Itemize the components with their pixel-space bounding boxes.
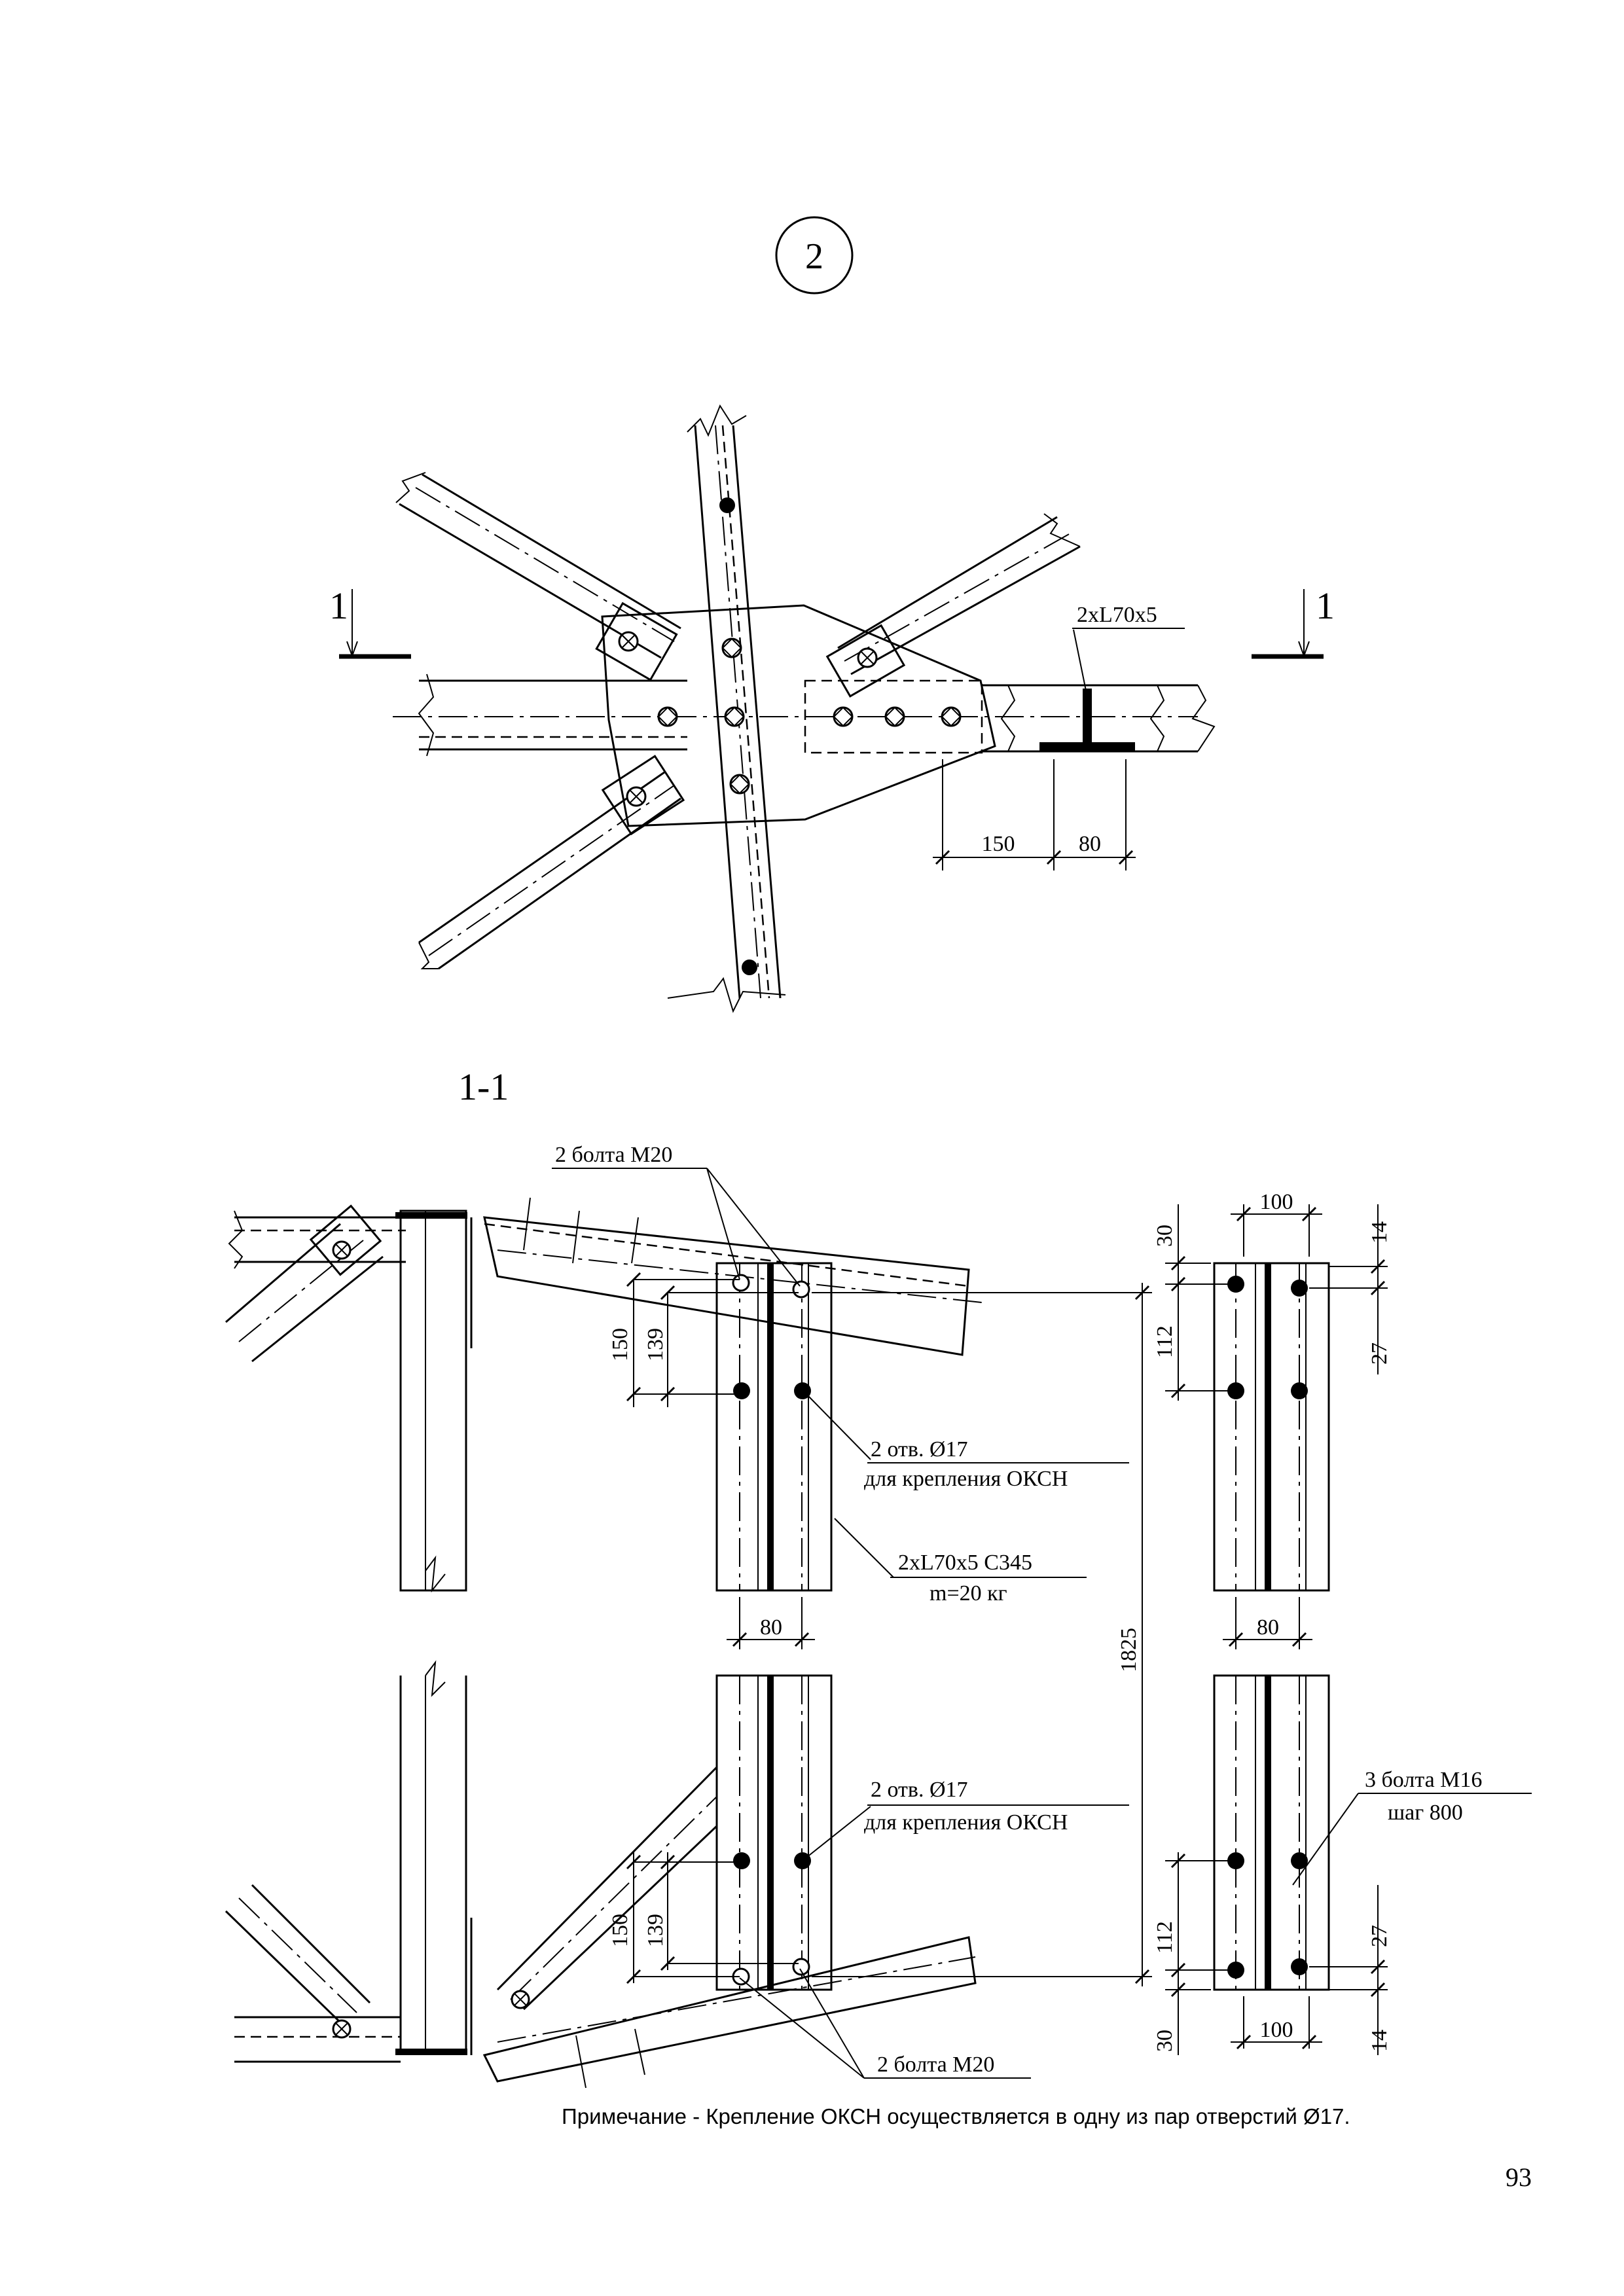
dim-150-top: 150 [608, 1328, 632, 1361]
section-mark-right-label: 1 [1316, 584, 1335, 627]
profile-label-top: 2xL70x5 С345 m=20 кг [834, 1518, 1087, 1605]
side-dim-30-top: 30 [1153, 1225, 1177, 1247]
bolts-m20-label-bottom: 2 болта М20 [877, 2053, 994, 2077]
side-dim-14-bottom: 14 [1367, 2030, 1392, 2052]
diag-plate-ul [595, 601, 678, 681]
hole-17-top-1 [733, 1382, 750, 1399]
dims-top-left: 150 139 [608, 1272, 799, 1407]
dim-1825: 1825 [1117, 1628, 1141, 1672]
plan-bolts [618, 631, 962, 807]
side-dim-100-top: 100 [1260, 1190, 1293, 1214]
diagonal-upper-right [825, 513, 1081, 698]
detail-marker: 2 [775, 216, 854, 295]
dim-80-section: 80 [727, 1597, 815, 1649]
section-mark-left: 1 [329, 584, 411, 659]
dim-139-bottom: 139 [643, 1914, 668, 1947]
side-dim-14-top: 14 [1367, 1221, 1392, 1244]
side-dim-27-top: 27 [1367, 1342, 1392, 1365]
diagonal-upper-left [395, 472, 681, 681]
side-top-dims: 100 30 112 14 27 80 [1153, 1190, 1392, 1649]
side-bottom-dims: 112 30 27 14 100 [1153, 1852, 1392, 2055]
section-mark-right: 1 [1252, 584, 1335, 659]
holes-label-top: 2 отв. Ø17 для крепления ОКСН [806, 1393, 1129, 1491]
hole-17-bottom-2 [794, 1852, 811, 1869]
plan-view: 1 1 [329, 404, 1335, 1013]
holes-label-bottom: 2 отв. Ø17 для крепления ОКСН [806, 1778, 1129, 1858]
plan-dimensions: 150 80 [933, 759, 1136, 870]
section-title: 1-1 [458, 1066, 509, 1108]
bolts-label-bottom: 2 болта М20 [739, 1968, 1031, 2079]
holes-label-top-1: 2 отв. Ø17 [871, 1437, 968, 1462]
bolts-m16-label-2: шаг 800 [1388, 1801, 1463, 1825]
side-dim-100-bottom: 100 [1260, 2018, 1293, 2042]
side-dim-27-bottom: 27 [1367, 1925, 1392, 1947]
bolts-label-top: 2 болта М20 [552, 1143, 801, 1287]
side-view: 100 30 112 14 27 80 [1153, 1190, 1532, 2055]
dim-80-top: 80 [760, 1615, 782, 1640]
dims-bottom-left: 150 139 [608, 1852, 799, 1984]
bolts-m20-label-top: 2 болта М20 [555, 1143, 672, 1167]
profile-label-top-1: 2xL70x5 С345 [898, 1551, 1032, 1575]
dim-150-bottom: 150 [608, 1914, 632, 1947]
plan-profile-label: 2xL70x5 [1077, 603, 1157, 627]
upper-tick-marks [523, 1197, 639, 1264]
angle-web [1083, 689, 1092, 747]
diag-plate-ll [601, 755, 685, 836]
side-dim-30-bottom: 30 [1153, 2030, 1177, 2052]
holes-label-bottom-2: для крепления ОКСН [864, 1810, 1068, 1835]
holes-label-top-2: для крепления ОКСН [864, 1467, 1068, 1491]
page-number: 93 [1506, 2162, 1532, 2192]
bolt-m20-bottom-2 [792, 1958, 810, 1976]
side-dim-112-bottom: 112 [1153, 1921, 1177, 1954]
side-dim-112-top: 112 [1153, 1325, 1177, 1358]
section-mark-left-label: 1 [329, 584, 348, 627]
section-view: 2 болта М20 2 отв. Ø17 для крепления ОКС… [225, 1143, 1152, 2089]
detail-circle [775, 216, 854, 295]
diag-plate-ur [825, 624, 906, 698]
profile-label-top-2: m=20 кг [929, 1581, 1007, 1605]
bolt-m20-top-1 [732, 1274, 750, 1292]
section-top-angle [715, 1262, 833, 1592]
side-dim-80: 80 [1257, 1615, 1279, 1640]
detail-number: 2 [805, 236, 823, 277]
side-bolts-m16-label: 3 болта М16 шаг 800 [1292, 1768, 1532, 1886]
dim-overall: 1825 [812, 1283, 1152, 1986]
hole-17-bottom-1 [733, 1852, 750, 1869]
section-bottom-angle [715, 1674, 833, 1991]
bolt-m20-top-2 [792, 1280, 810, 1299]
note-text: Примечание - Крепление ОКСН осуществляет… [562, 2104, 1350, 2128]
vertical-chord [667, 404, 786, 1013]
holes-label-bottom-1: 2 отв. Ø17 [871, 1778, 968, 1802]
bolt-filled-bottom [742, 960, 757, 975]
plan-dim-150: 150 [982, 832, 1015, 856]
bolts-m16-label-1: 3 болта М16 [1365, 1768, 1482, 1792]
horizontal-chord-right [804, 679, 1216, 754]
dim-139-top: 139 [643, 1328, 668, 1361]
plan-dim-80: 80 [1079, 832, 1101, 856]
bolt-filled-top [719, 497, 735, 513]
plan-profile-callout: 2xL70x5 [1072, 603, 1185, 694]
diagonal-lower-left [418, 755, 685, 970]
gusset-plate [601, 604, 996, 827]
